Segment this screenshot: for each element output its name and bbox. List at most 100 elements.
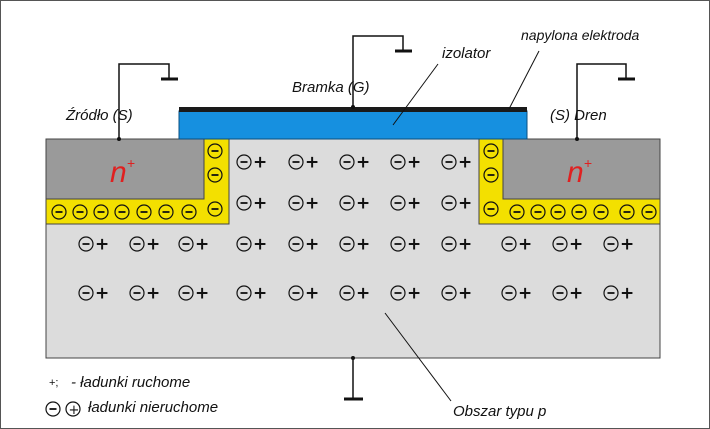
mobile-positive-charge: +	[305, 153, 319, 173]
mobile-positive-charge: +	[518, 284, 532, 304]
mobile-positive-charge: +	[146, 284, 160, 304]
mobile-positive-charge: +	[195, 235, 209, 255]
channel-electron	[51, 204, 67, 220]
mobile-positive-charge: +	[253, 194, 267, 214]
legend-mobile-symbol: +;	[49, 377, 59, 389]
fixed-negative-charge	[288, 154, 304, 170]
mobile-positive-charge: +	[407, 194, 421, 214]
drain-wire	[576, 63, 627, 139]
channel-electron	[483, 167, 499, 183]
mobile-positive-charge: +	[195, 284, 209, 304]
fixed-negative-charge	[236, 236, 252, 252]
channel-electron	[509, 204, 525, 220]
fixed-negative-charge	[603, 285, 619, 301]
mobile-positive-charge: +	[620, 284, 634, 304]
fixed-negative-charge	[78, 236, 94, 252]
fixed-negative-charge	[178, 285, 194, 301]
channel-electron	[72, 204, 88, 220]
fixed-negative-charge	[603, 236, 619, 252]
fixed-negative-charge	[288, 285, 304, 301]
n-plus-left-label: n+	[110, 155, 135, 189]
n-region-right	[502, 138, 661, 200]
mobile-positive-charge: +	[458, 284, 472, 304]
fixed-negative-charge	[178, 236, 194, 252]
fixed-negative-charge	[339, 195, 355, 211]
wires	[118, 35, 635, 402]
mobile-positive-charge: +	[305, 284, 319, 304]
channel-electron	[158, 204, 174, 220]
fixed-negative-charge	[390, 285, 406, 301]
fixed-negative-charge	[552, 236, 568, 252]
mobile-positive-charge: +	[146, 235, 160, 255]
mobile-positive-charge: +	[458, 153, 472, 173]
mobile-positive-charge: +	[407, 284, 421, 304]
mobile-positive-charge: +	[356, 153, 370, 173]
channel-electron	[207, 167, 223, 183]
channel-electron	[571, 204, 587, 220]
fixed-negative-charge	[339, 236, 355, 252]
fixed-negative-charge	[441, 154, 457, 170]
fixed-negative-charge	[339, 154, 355, 170]
mobile-positive-charge: +	[569, 235, 583, 255]
drain-terminal-dot	[575, 137, 579, 141]
fixed-negative-charge	[441, 195, 457, 211]
gate-terminal-dot	[351, 105, 355, 109]
gate-wire	[352, 35, 404, 107]
electrode-leader	[508, 50, 540, 110]
channel-electron	[550, 204, 566, 220]
fixed-negative-charge	[288, 236, 304, 252]
channel-electron	[619, 204, 635, 220]
svg-text:+: +	[69, 403, 80, 418]
fixed-negative-charge	[339, 285, 355, 301]
fixed-negative-charge	[390, 154, 406, 170]
channel-electron	[207, 201, 223, 217]
mobile-positive-charge: +	[253, 284, 267, 304]
fixed-negative-charge	[78, 285, 94, 301]
mobile-positive-charge: +	[356, 235, 370, 255]
channel-electron	[181, 204, 197, 220]
fixed-negative-charge	[129, 236, 145, 252]
substrate-label: Obszar typu p	[453, 403, 547, 420]
fixed-negative-charge	[390, 195, 406, 211]
mobile-positive-charge: +	[620, 235, 634, 255]
channel-electron	[593, 204, 609, 220]
substrate-terminal-dot	[351, 356, 355, 360]
mobile-positive-charge: +	[305, 194, 319, 214]
fixed-negative-charge	[236, 154, 252, 170]
mobile-positive-charge: +	[305, 235, 319, 255]
channel-electron	[93, 204, 109, 220]
fixed-negative-charge	[552, 285, 568, 301]
fixed-negative-charge	[501, 285, 517, 301]
mobile-positive-charge: +	[253, 235, 267, 255]
mobile-positive-charge: +	[95, 235, 109, 255]
insulator-leader	[392, 63, 439, 126]
insulator-label: izolator	[442, 45, 491, 62]
mobile-positive-charge: +	[95, 284, 109, 304]
mobile-positive-charge: +	[458, 194, 472, 214]
gate-electrode	[179, 107, 527, 112]
legend-positive-symbol: +	[65, 401, 81, 418]
channel-electron	[483, 143, 499, 159]
gate-label: Bramka (G)	[292, 79, 370, 96]
mobile-positive-charge: +	[407, 153, 421, 173]
mobile-positive-charge: +	[458, 235, 472, 255]
n-plus-right-label: n+	[567, 155, 592, 189]
mobile-positive-charge: +	[407, 235, 421, 255]
source-wire	[118, 63, 170, 139]
legend-fixed-text: ładunki nieruchome	[88, 399, 219, 416]
drain-label: (S) Dren	[550, 107, 607, 124]
mobile-positive-charge: +	[518, 235, 532, 255]
fixed-negative-charge	[441, 285, 457, 301]
channel-electron	[136, 204, 152, 220]
mobile-positive-charge: +	[569, 284, 583, 304]
channel-electron	[530, 204, 546, 220]
source-label: Źródło (S)	[66, 107, 133, 124]
fixed-negative-charge	[129, 285, 145, 301]
charges: +++++++++++++++++++++++++++++++++	[45, 143, 657, 418]
substrate-leader	[384, 312, 452, 402]
fixed-negative-charge	[390, 236, 406, 252]
legend-mobile-text: - ładunki ruchome	[71, 374, 191, 391]
channel-electron	[641, 204, 657, 220]
